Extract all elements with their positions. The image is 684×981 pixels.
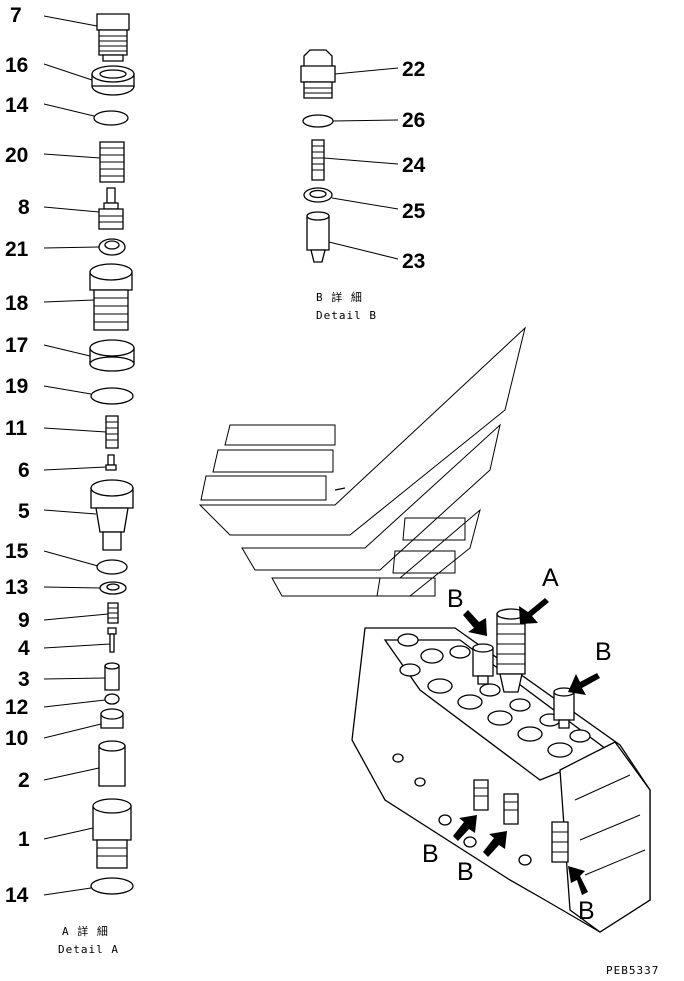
callout: 14 [5, 94, 29, 117]
part-10-seat [100, 708, 124, 729]
callout: 3 [18, 668, 30, 691]
part-1-body [92, 798, 132, 869]
detail-b-leaders [323, 67, 399, 260]
view-labels: A B B B B B [422, 564, 612, 925]
part-19-oring [90, 387, 134, 405]
detail-a-caption-en: Detail A [58, 943, 119, 956]
view-label-b: B [595, 638, 612, 666]
callout: 7 [10, 4, 22, 27]
part-21-ring [98, 238, 126, 256]
arrow-b [453, 815, 477, 841]
arrow-b [483, 831, 507, 857]
part-9-spring [107, 602, 119, 624]
callout: 15 [5, 540, 29, 563]
callout: 26 [402, 109, 425, 132]
view-label-b: B [422, 840, 439, 868]
part-23-poppet [306, 211, 330, 263]
callout: 9 [18, 609, 30, 632]
callout: 21 [5, 238, 29, 261]
part-6-pin [105, 454, 117, 471]
part-26-oring [302, 114, 334, 128]
callout: 11 [5, 417, 28, 440]
callout: 4 [18, 637, 30, 660]
callout: 16 [5, 54, 28, 77]
part-14-oring [93, 110, 129, 126]
callout: 1 [18, 828, 30, 851]
valve-b-plug [472, 643, 494, 685]
part-12-ring [104, 693, 120, 705]
callout: 23 [402, 250, 425, 273]
part-17-nut [89, 339, 135, 372]
callout: 24 [402, 154, 426, 177]
view-label-b: B [578, 897, 595, 925]
detail-b-caption-jp: B 詳 細 [316, 290, 363, 304]
part-5-housing [90, 479, 134, 551]
part-4-rod [107, 627, 117, 653]
part-13-ring [99, 581, 127, 595]
part-22-plug [300, 49, 336, 99]
arrow-b [568, 866, 588, 895]
detail-a-callouts: 7 16 14 20 8 21 18 17 19 11 6 5 15 13 9 … [5, 4, 30, 907]
part-15-oring [96, 559, 128, 575]
part-3-spool [104, 662, 120, 691]
part-7-cap [96, 13, 130, 62]
valve-a [496, 608, 526, 693]
callout: 8 [18, 196, 30, 219]
arrow-b [568, 673, 600, 695]
part-20-spring [99, 141, 125, 183]
view-label-b: B [447, 585, 464, 613]
valve-b-plug [503, 793, 519, 825]
detail-b-column [300, 49, 336, 263]
callout: 13 [5, 576, 28, 599]
callout: 12 [5, 696, 28, 719]
part-14-oring-bottom [90, 877, 134, 895]
valve-b-plug [473, 779, 489, 811]
callout: 2 [18, 769, 30, 792]
valve-b-plug [551, 821, 569, 863]
callout: 14 [5, 884, 29, 907]
callout: 6 [18, 459, 30, 482]
view-arrows [453, 598, 600, 895]
callout: 22 [402, 58, 425, 81]
arrow-b [463, 610, 487, 636]
callout: 25 [402, 200, 426, 223]
part-24-spring [311, 139, 325, 181]
part-25-ring [303, 187, 333, 203]
callout: 19 [5, 375, 28, 398]
arrow-a [519, 598, 549, 624]
detail-a-column [89, 13, 135, 895]
callout: 20 [5, 144, 28, 167]
valve-assembly [351, 608, 651, 933]
detail-b-caption-en: Detail B [316, 309, 377, 322]
detail-a-leaders [43, 15, 111, 896]
part-11-spring [105, 415, 119, 449]
callout: 17 [5, 334, 28, 357]
detail-a-caption-jp: A 詳 細 [62, 924, 109, 938]
view-label-a: A [542, 564, 559, 592]
drawing-code: PEB5337 [606, 964, 659, 977]
callout: 10 [5, 727, 28, 750]
callout: 5 [18, 500, 30, 523]
assembly-bores [392, 633, 644, 866]
part-18-sleeve [89, 263, 133, 331]
part-2-sleeve [98, 740, 126, 787]
detail-b-callouts: 22 26 24 25 23 [402, 58, 426, 273]
watermark-logo [198, 326, 526, 597]
view-label-b: B [457, 858, 474, 886]
part-16-nut [91, 65, 135, 96]
part-8-piston [98, 187, 124, 230]
callout: 18 [5, 292, 29, 315]
